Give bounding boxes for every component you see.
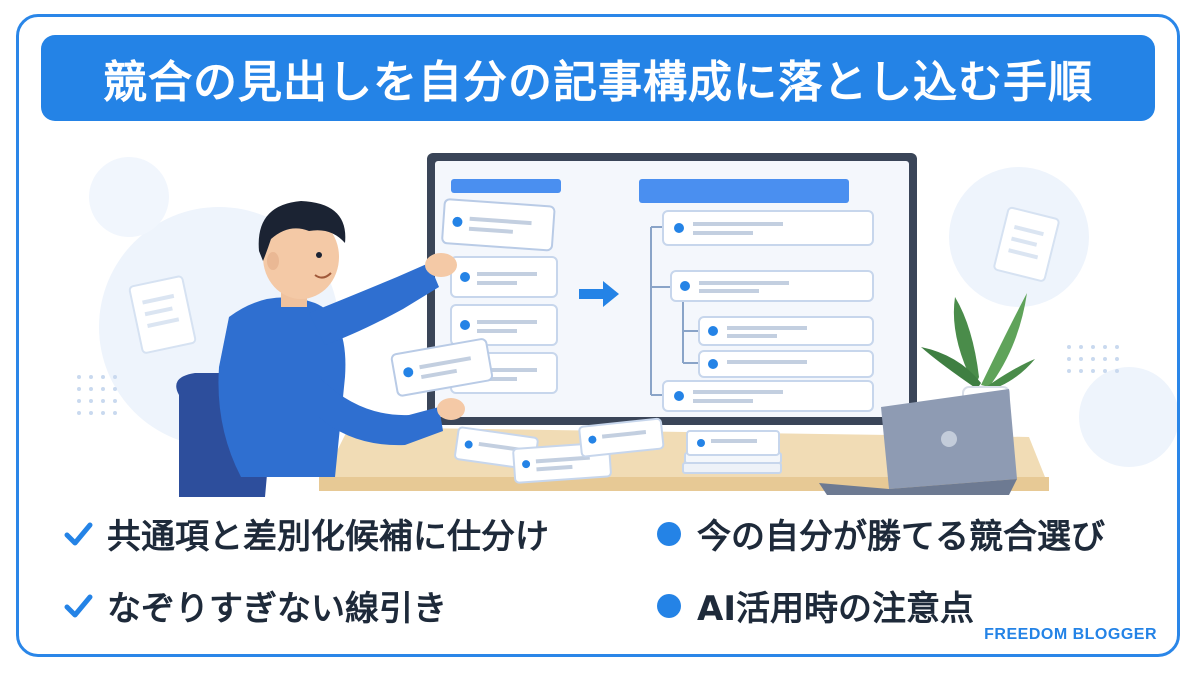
dot-pattern-right	[1067, 345, 1119, 373]
point-label: なぞりすぎない線引き	[107, 589, 447, 629]
check-icon	[64, 522, 93, 545]
left-card-2	[450, 304, 558, 346]
right-card-4	[698, 350, 874, 378]
point-item-2: 今の自分が勝てる競合選び	[653, 509, 1105, 558]
page-title: 競合の見出しを自分の記事構成に落とし込む手順	[103, 57, 1093, 108]
key-points: 共通項と差別化候補に仕分け 今の自分が勝てる競合選び なぞりすぎない線引き AI…	[63, 509, 1143, 639]
desk-paper-3	[578, 417, 665, 458]
title-banner: 競合の見出しを自分の記事構成に落とし込む手順	[41, 35, 1155, 121]
paper-stack	[682, 430, 782, 474]
point-item-4: AI活用時の注意点	[653, 581, 974, 630]
laptop	[819, 389, 1017, 495]
point-label: 今の自分が勝てる競合選び	[697, 517, 1105, 557]
right-card-1	[662, 210, 874, 246]
point-item-3: なぞりすぎない線引き	[63, 581, 447, 630]
slide-frame: 競合の見出しを自分の記事構成に落とし込む手順	[16, 14, 1180, 657]
held-card-lower	[390, 338, 494, 397]
person	[218, 201, 494, 477]
check-icon	[64, 594, 93, 617]
held-card	[441, 198, 556, 252]
bg-circle-left-small	[89, 157, 169, 237]
brand-logo-text: FREEDOM BLOGGER	[984, 626, 1157, 643]
left-card-1	[450, 256, 558, 298]
right-column-header	[639, 179, 849, 203]
right-card-3	[698, 316, 874, 346]
floating-paper-right	[993, 206, 1060, 282]
floating-paper-left	[128, 275, 197, 354]
illustration	[77, 153, 1177, 497]
arrow-right-icon	[579, 281, 619, 307]
dot-pattern-left	[77, 375, 117, 415]
dot-icon	[657, 521, 681, 546]
point-item-1: 共通項と差別化候補に仕分け	[63, 509, 549, 558]
left-column-header	[451, 179, 561, 193]
right-card-5	[662, 380, 874, 412]
point-label: 共通項と差別化候補に仕分け	[107, 517, 549, 557]
bg-circle-right-low	[1079, 367, 1177, 467]
monitor	[427, 153, 917, 425]
dot-icon	[657, 593, 681, 618]
point-label: AI活用時の注意点	[697, 589, 974, 629]
right-card-2	[670, 270, 874, 302]
tree-lines	[650, 226, 699, 396]
